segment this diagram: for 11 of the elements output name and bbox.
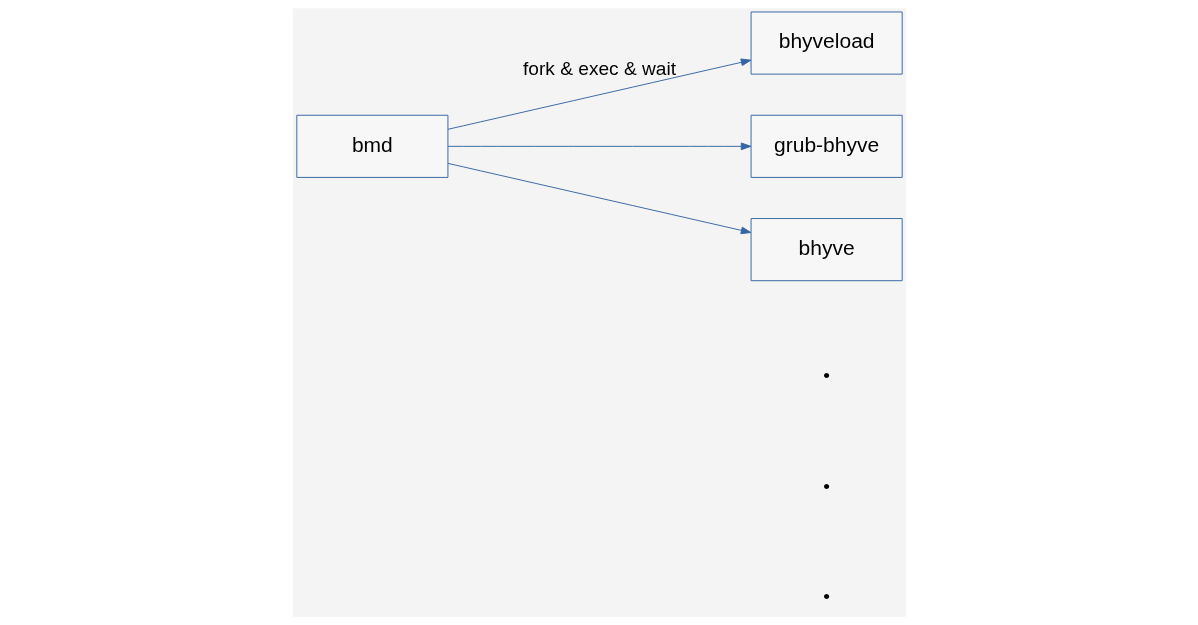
arrow <box>447 58 751 130</box>
edge-label: fork & exec & wait <box>522 57 676 79</box>
label: • <box>822 364 830 386</box>
node-box: bhyve <box>750 218 903 282</box>
node-box: bhyveload <box>750 11 903 75</box>
label: • <box>822 586 830 608</box>
label: • <box>822 475 830 497</box>
arrow <box>447 142 751 151</box>
node-box: bmd <box>295 114 448 178</box>
node-box: grub-bhyve <box>750 114 903 178</box>
arrow <box>447 162 751 235</box>
